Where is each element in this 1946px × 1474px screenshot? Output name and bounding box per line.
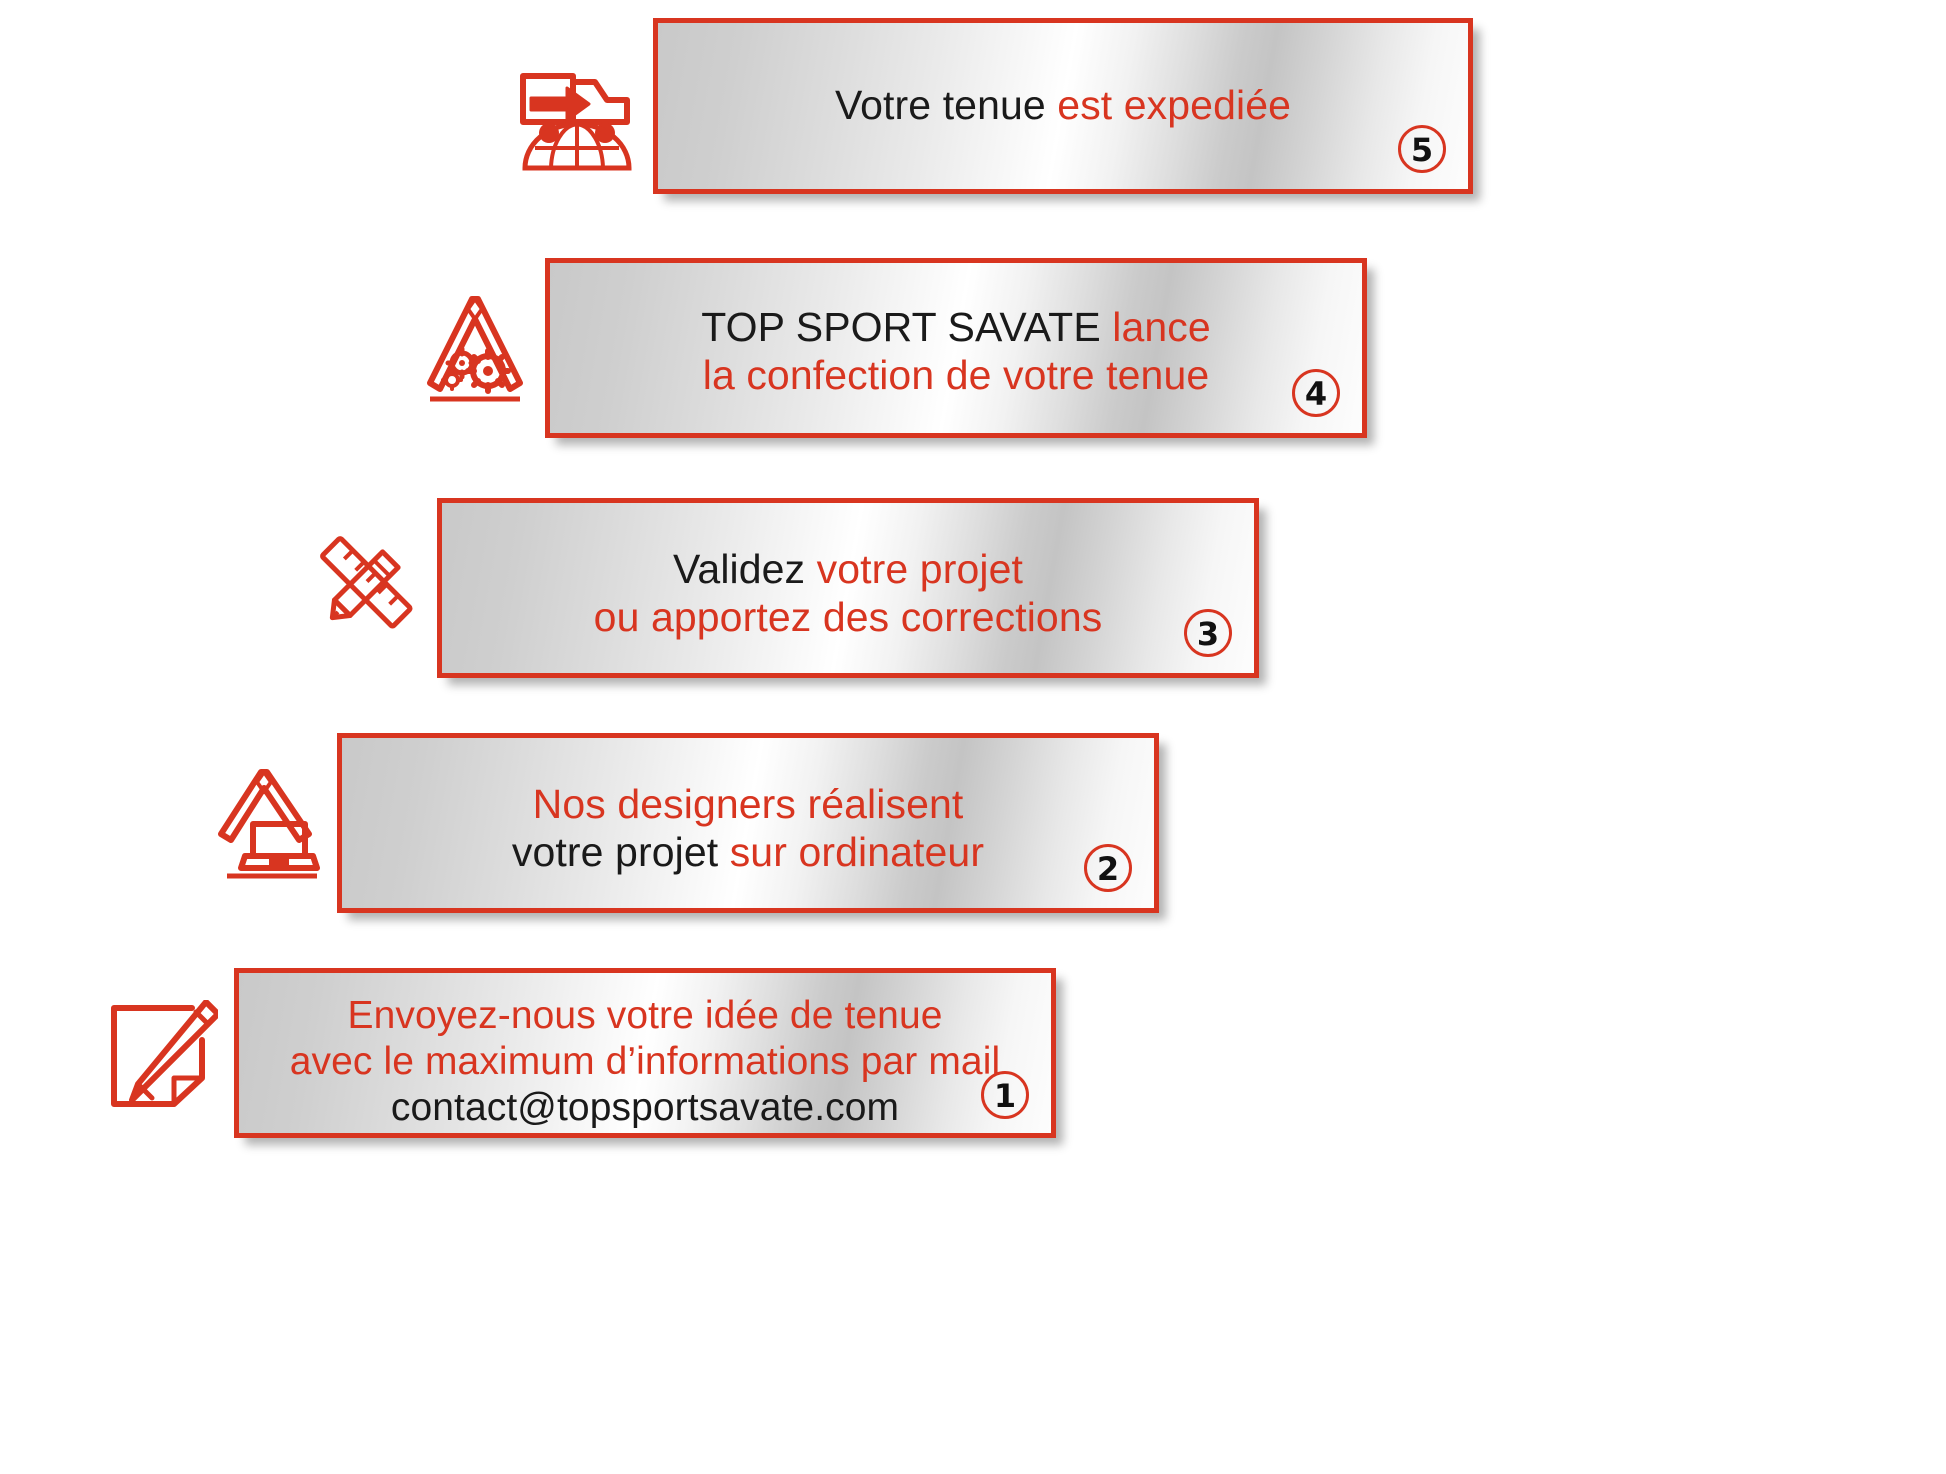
step-1-number: 1 xyxy=(993,1077,1017,1115)
step-5-bar: Votre tenue est expediée 5 xyxy=(653,18,1473,194)
delivery-truck-globe-icon xyxy=(515,52,640,172)
notepad-pencil-icon xyxy=(108,1000,218,1112)
step-5-seg-1: Votre tenue xyxy=(834,82,1058,128)
step-2-number-badge: 2 xyxy=(1084,844,1132,892)
roof-laptop-icon xyxy=(213,762,323,880)
step-2-text: Nos designers réalisent votre projet sur… xyxy=(342,780,1154,877)
step-1-line-3: contact@topsportsavate.com xyxy=(390,1086,900,1130)
step-5-line-1: Votre tenue est expediée xyxy=(658,81,1468,129)
step-4-line-2: la confection de votre tenue xyxy=(702,352,1210,399)
step-5-text: Votre tenue est expediée xyxy=(658,81,1468,129)
step-3-seg-2: votre projet xyxy=(816,546,1023,592)
step-3-seg-1: Validez xyxy=(673,546,817,592)
step-4-bar: TOP SPORT SAVATE lance la confection de … xyxy=(545,258,1367,438)
step-2-number: 2 xyxy=(1096,850,1120,888)
step-2-bar: Nos designers réalisent votre projet sur… xyxy=(337,733,1159,913)
step-3-bar: Validez votre projet ou apportez des cor… xyxy=(437,498,1259,678)
step-1-number-badge: 1 xyxy=(981,1071,1029,1119)
step-3-line-1: Validez votre projet xyxy=(442,545,1254,593)
step-3-number: 3 xyxy=(1196,615,1220,653)
step-2-seg-2: sur ordinateur xyxy=(729,829,985,876)
step-1-bar: Envoyez-nous votre idée de tenue avec le… xyxy=(234,968,1056,1138)
step-4-text: TOP SPORT SAVATE lance la confection de … xyxy=(550,303,1362,400)
step-1-line-2: avec le maximum d’informations par mail xyxy=(289,1040,1001,1084)
step-2-seg-1: votre projet xyxy=(511,829,730,876)
step-3-number-badge: 3 xyxy=(1184,609,1232,657)
step-1-line-1: Envoyez-nous votre idée de tenue xyxy=(347,994,943,1037)
roof-gears-icon xyxy=(420,285,530,405)
step-4-number: 4 xyxy=(1304,375,1328,413)
step-2-line-2: votre projet sur ordinateur xyxy=(342,828,1154,876)
step-4-line-1: TOP SPORT SAVATE lance xyxy=(550,303,1362,351)
step-3-line-2: ou apportez des corrections xyxy=(593,594,1103,641)
step-4-number-badge: 4 xyxy=(1292,369,1340,417)
ruler-pencil-cross-icon xyxy=(310,528,425,638)
step-5-number: 5 xyxy=(1410,131,1434,169)
step-4-seg-1: TOP SPORT SAVATE xyxy=(701,304,1113,350)
step-2-line-1: Nos designers réalisent xyxy=(532,781,964,827)
step-5-number-badge: 5 xyxy=(1398,125,1446,173)
step-5-seg-2: est expediée xyxy=(1057,82,1292,128)
step-4-seg-2: lance xyxy=(1112,304,1211,350)
step-3-text: Validez votre projet ou apportez des cor… xyxy=(442,545,1254,642)
step-1-text: Envoyez-nous votre idée de tenue avec le… xyxy=(239,993,1051,1131)
